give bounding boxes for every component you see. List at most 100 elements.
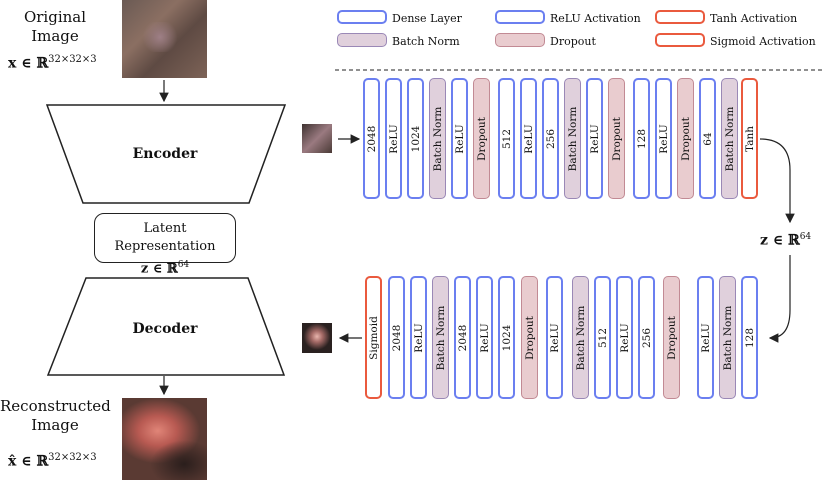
encoder-layer-label: Dropout	[679, 116, 692, 161]
encoder-layer-dense: 2048	[363, 78, 380, 199]
decoder-layer-bn: Batch Norm	[719, 276, 736, 399]
reconstructed-math: x̂ ∈ ℝ	[8, 453, 49, 470]
decoder-layer-relu: ReLU	[410, 276, 427, 399]
encoder-layer-relu: ReLU	[655, 78, 672, 199]
encoder-layer-dense: 64	[699, 78, 716, 199]
decoder-layer-relu: ReLU	[616, 276, 633, 399]
encoder-layer-relu: ReLU	[385, 78, 402, 199]
decoder-layer-label: Dropout	[665, 315, 678, 360]
output-thumbnail	[302, 323, 332, 353]
encoder-layer-tanh: Tanh	[741, 78, 758, 199]
z-math-sup: 64	[799, 232, 812, 242]
arrow-encoder-to-z	[759, 138, 795, 224]
decoder-label: Decoder	[132, 321, 198, 337]
original-math: x ∈ ℝ	[8, 55, 49, 72]
decoder-layer-dense: 128	[741, 276, 758, 399]
encoder-trapezoid	[45, 104, 287, 204]
legend-label-relu: ReLU Activation	[550, 12, 641, 25]
decoder-layer-label: Batch Norm	[574, 305, 587, 370]
encoder-layer-drop: Dropout	[677, 78, 694, 199]
encoder-layer-drop: Dropout	[473, 78, 490, 199]
original-title-line1: Original	[23, 8, 87, 26]
encoder-layer-label: 128	[635, 128, 648, 149]
decoder-layer-dense: 1024	[498, 276, 515, 399]
encoder-layer-label: Batch Norm	[566, 106, 579, 171]
encoder-layer-label: 512	[500, 128, 513, 149]
decoder-layer-label: 512	[596, 327, 609, 348]
encoder-layer-dense: 512	[498, 78, 515, 199]
decoder-layer-dense: 2048	[388, 276, 405, 399]
decoder-layer-label: 128	[743, 327, 756, 348]
latent-line1: Latent Representation	[114, 221, 216, 254]
reconstructed-title-line2: Image	[31, 416, 79, 434]
reconstructed-title: Reconstructed Image	[0, 397, 111, 435]
encoder-layer-label: ReLU	[453, 123, 466, 154]
encoder-layer-bn: Batch Norm	[564, 78, 581, 199]
encoder-layer-dense: 256	[542, 78, 559, 199]
z-math: z ∈ ℝ	[760, 232, 800, 249]
encoder-layer-label: Batch Norm	[431, 106, 444, 171]
legend-label-tanh: Tanh Activation	[710, 12, 798, 25]
encoder-layer-bn: Batch Norm	[721, 78, 738, 199]
decoder-layer-label: ReLU	[478, 322, 491, 353]
legend-swatch-sig	[655, 33, 705, 47]
legend-label-sig: Sigmoid Activation	[710, 35, 816, 48]
encoder-layer-label: ReLU	[387, 123, 400, 154]
encoder-layer-dense: 1024	[407, 78, 424, 199]
decoder-layer-relu: ReLU	[476, 276, 493, 399]
legend-label-dense: Dense Layer	[392, 12, 462, 25]
decoder-layer-sig: Sigmoid	[365, 276, 382, 399]
decoder-layer-drop: Dropout	[521, 276, 538, 399]
decoder-layer-label: Batch Norm	[721, 305, 734, 370]
decoder-layer-label: Dropout	[523, 315, 536, 360]
encoder-layer-dense: 128	[633, 78, 650, 199]
reconstructed-math-sup: 32×32×3	[48, 452, 97, 463]
original-title-line2: Image	[31, 27, 79, 45]
original-title: Original Image	[0, 8, 110, 46]
legend-swatch-relu	[495, 10, 545, 24]
encoder-layer-label: 2048	[365, 125, 378, 152]
decoder-layer-label: 1024	[500, 324, 513, 351]
decoder-layer-bn: Batch Norm	[572, 276, 589, 399]
original-image-overlay	[140, 22, 180, 52]
decoder-layer-label: ReLU	[618, 322, 631, 353]
encoder-layer-label: ReLU	[588, 123, 601, 154]
legend-swatch-dense	[337, 10, 387, 24]
legend-swatch-bn	[337, 33, 387, 47]
encoder-layer-relu: ReLU	[520, 78, 537, 199]
decoder-layer-label: Batch Norm	[434, 305, 447, 370]
encoder-layer-bn: Batch Norm	[429, 78, 446, 199]
original-shape-math: x ∈ ℝ32×32×3	[8, 54, 97, 72]
legend-swatch-tanh	[655, 10, 705, 24]
decoder-layer-dense: 2048	[454, 276, 471, 399]
decoder-layer-label: 2048	[390, 324, 403, 351]
encoder-layer-label: 64	[701, 131, 714, 146]
encoder-layer-label: 256	[544, 128, 557, 149]
latent-representation-box: Latent Representation z ∈ ℝ64	[94, 213, 236, 276]
encoder-layer-label: ReLU	[522, 123, 535, 154]
encoder-layer-label: Dropout	[610, 116, 623, 161]
legend-label-bn: Batch Norm	[392, 35, 460, 48]
input-thumbnail	[302, 124, 332, 153]
original-math-sup: 32×32×3	[48, 54, 97, 65]
decoder-layer-label: ReLU	[548, 322, 561, 353]
encoder-layer-relu: ReLU	[586, 78, 603, 199]
decoder-layer-dense: 256	[638, 276, 655, 399]
latent-math-sup: 64	[177, 260, 190, 270]
reconstructed-image-shadow	[150, 440, 207, 480]
encoder-layer-label: ReLU	[657, 123, 670, 154]
encoder-layer-label: 1024	[409, 125, 422, 152]
encoder-layer-label: Dropout	[475, 116, 488, 161]
decoder-layer-label: ReLU	[412, 322, 425, 353]
legend-label-drop: Dropout	[550, 35, 596, 48]
decoder-layer-bn: Batch Norm	[432, 276, 449, 399]
decoder-layer-label: 256	[640, 327, 653, 348]
decoder-layer-relu: ReLU	[697, 276, 714, 399]
decoder-layer-drop: Dropout	[663, 276, 680, 399]
encoder-layer-label: Tanh	[743, 125, 756, 152]
decoder-layer-relu: ReLU	[546, 276, 563, 399]
z-label: z ∈ ℝ64	[760, 232, 811, 249]
decoder-layer-dense: 512	[594, 276, 611, 399]
legend-swatch-drop	[495, 33, 545, 47]
